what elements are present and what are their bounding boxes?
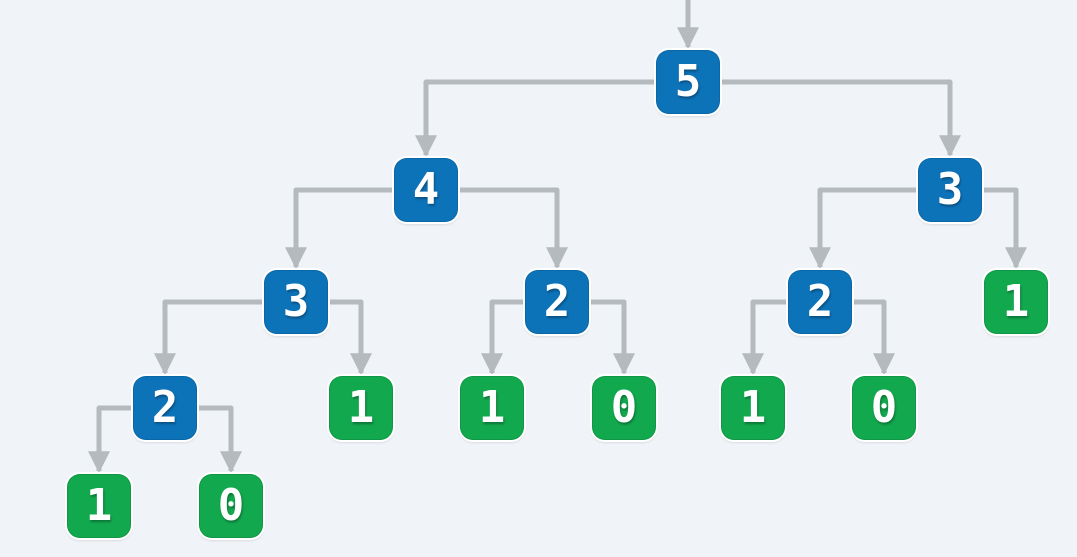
edge-3-right-to-2-right — [808, 187, 950, 270]
tree-leaf-1-right: 1 — [721, 376, 785, 440]
tree-leaf-0-bottom: 0 — [199, 474, 263, 538]
edge-4-to-3-left — [284, 187, 426, 270]
tree-leaf-0-right: 0 — [852, 376, 916, 440]
edge-4-to-2-middle — [426, 187, 569, 270]
tree-node-5-root: 5 — [656, 50, 720, 114]
edge-5-to-4 — [414, 79, 688, 158]
tree-leaf-1-bottom: 1 — [67, 474, 131, 538]
tree-leaf-0-middle: 0 — [592, 376, 656, 440]
tree-node-2-middle: 2 — [525, 270, 589, 334]
tree-leaf-1-far-right: 1 — [984, 270, 1048, 334]
edge-3-left-to-2 — [153, 299, 296, 376]
tree-node-2-bottom-left: 2 — [133, 376, 197, 440]
tree-node-4: 4 — [394, 158, 458, 222]
tree-leaf-1-left: 1 — [329, 376, 393, 440]
tree-node-2-right: 2 — [788, 270, 852, 334]
tree-node-3-left: 3 — [264, 270, 328, 334]
edge-5-to-3-right — [688, 79, 962, 158]
tree-leaf-1-middle: 1 — [460, 376, 524, 440]
tree-node-3-right: 3 — [918, 158, 982, 222]
